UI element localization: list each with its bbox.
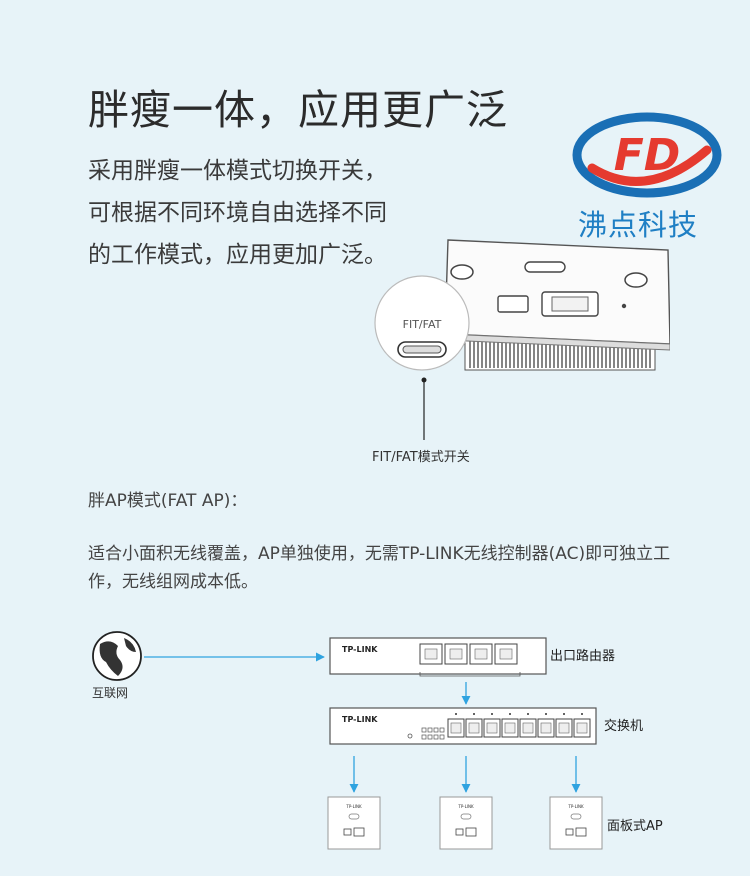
- switch-led: [433, 727, 439, 733]
- switch-label: 交换机: [604, 718, 643, 734]
- switch-led: [427, 734, 433, 740]
- ap-label: 面板式AP: [607, 819, 663, 834]
- switch-led: [427, 727, 433, 733]
- switch-leader-line: [423, 396, 425, 440]
- panel-ap: TP-LINK: [327, 756, 381, 850]
- internet-label: 互联网: [92, 686, 128, 700]
- switch-led: [439, 727, 445, 733]
- brand-logo: FD: [572, 112, 722, 198]
- logo-letters: FD: [614, 130, 681, 181]
- router-device: TP-LINK: [329, 637, 547, 677]
- page-title: 胖瘦一体，应用更广泛: [88, 86, 508, 134]
- brand-name: 沸点科技: [578, 208, 699, 242]
- mode-heading: 胖AP模式(FAT AP)：: [88, 491, 248, 511]
- ap-brand: TP-LINK: [345, 804, 362, 809]
- network-diagram: 互联网 TP-LINK 出口路由器 TP-LINK 交换机 TP-LINK TP-…: [92, 631, 663, 850]
- mode-description: 适合小面积无线覆盖，AP单独使用，无需TP-LINK无线控制器(AC)即可独立工…: [88, 544, 671, 592]
- switch-led: [421, 727, 427, 733]
- ap-brand: TP-LINK: [457, 804, 474, 809]
- switch-led: [421, 734, 427, 740]
- switch-led: [433, 734, 439, 740]
- panel-ap: TP-LINK: [549, 756, 603, 850]
- ap-brand: TP-LINK: [567, 804, 584, 809]
- panel-ap: TP-LINK: [439, 756, 493, 850]
- intro-paragraph: 采用胖瘦一体模式切换开关，可根据不同环境自由选择不同的工作模式，应用更加广泛。: [88, 158, 387, 268]
- switch-led: [439, 734, 445, 740]
- internet-globe-icon: [92, 631, 142, 681]
- switch-brand: TP-LINK: [342, 715, 378, 724]
- panel-ap-illustration: FIT/FAT: [374, 239, 670, 396]
- switch-caption: FIT/FAT模式开关: [372, 450, 470, 465]
- router-label: 出口路由器: [550, 648, 615, 664]
- router-brand: TP-LINK: [342, 645, 378, 654]
- switch-marking: FIT/FAT: [403, 318, 442, 331]
- switch-device: TP-LINK: [329, 707, 597, 745]
